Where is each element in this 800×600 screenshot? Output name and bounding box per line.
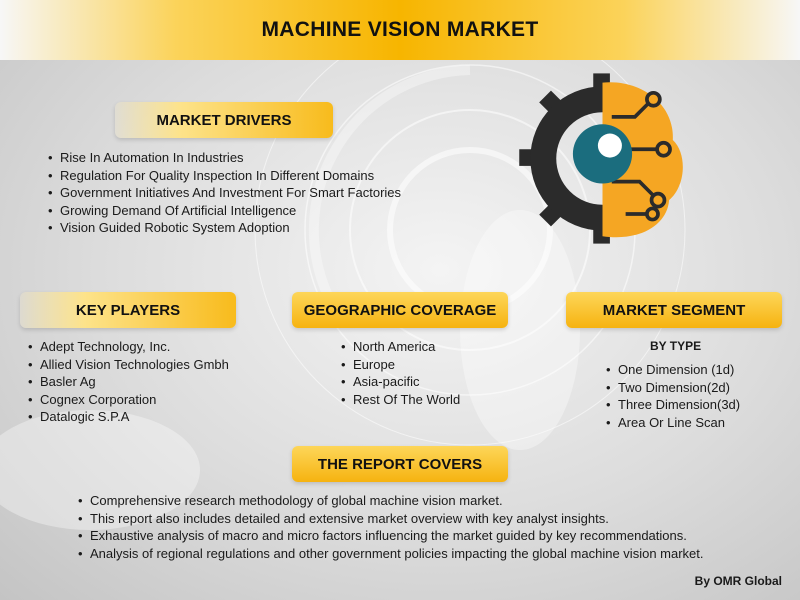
market-segment-list: One Dimension (1d) Two Dimension(2d) Thr…	[606, 361, 740, 431]
key-players-list: Adept Technology, Inc. Allied Vision Tec…	[28, 338, 229, 426]
market-segment-header: MARKET SEGMENT	[566, 292, 782, 328]
list-item: Allied Vision Technologies Gmbh	[28, 356, 229, 374]
list-item: Three Dimension(3d)	[606, 396, 740, 414]
list-item: Analysis of regional regulations and oth…	[78, 545, 704, 563]
list-item: Growing Demand Of Artificial Intelligenc…	[48, 202, 401, 220]
list-item: Area Or Line Scan	[606, 414, 740, 432]
key-players-title: KEY PLAYERS	[75, 301, 181, 319]
list-item: Europe	[341, 356, 460, 374]
page-title: MACHINE VISION MARKET	[261, 18, 539, 41]
market-segment-title: MARKET SEGMENT	[602, 301, 746, 319]
report-covers-list: Comprehensive research methodology of gl…	[78, 492, 704, 562]
list-item: One Dimension (1d)	[606, 361, 740, 379]
credit-text: By OMR Global	[694, 574, 782, 588]
list-item: Rise In Automation In Industries	[48, 149, 401, 167]
key-players-header: KEY PLAYERS	[20, 292, 236, 328]
title-banner: MACHINE VISION MARKET	[0, 0, 800, 60]
list-item: Vision Guided Robotic System Adoption	[48, 219, 401, 237]
market-drivers-header: MARKET DRIVERS	[115, 102, 333, 138]
market-drivers-title: MARKET DRIVERS	[156, 111, 292, 129]
list-item: Asia-pacific	[341, 373, 460, 391]
list-item: Regulation For Quality Inspection In Dif…	[48, 167, 401, 185]
gear-brain-eye-icon	[519, 73, 683, 244]
list-item: Rest Of The World	[341, 391, 460, 409]
report-covers-header: THE REPORT COVERS	[292, 446, 508, 482]
list-item: Exhaustive analysis of macro and micro f…	[78, 527, 704, 545]
geographic-coverage-title: GEOGRAPHIC COVERAGE	[303, 301, 497, 319]
report-covers-title: THE REPORT COVERS	[317, 455, 483, 473]
geographic-coverage-header: GEOGRAPHIC COVERAGE	[292, 292, 508, 328]
list-item: Basler Ag	[28, 373, 229, 391]
list-item: Cognex Corporation	[28, 391, 229, 409]
list-item: Two Dimension(2d)	[606, 379, 740, 397]
by-type-label: BY TYPE	[650, 339, 702, 353]
list-item: Adept Technology, Inc.	[28, 338, 229, 356]
list-item: Comprehensive research methodology of gl…	[78, 492, 704, 510]
list-item: North America	[341, 338, 460, 356]
list-item: Government Initiatives And Investment Fo…	[48, 184, 401, 202]
geographic-coverage-list: North America Europe Asia-pacific Rest O…	[341, 338, 460, 408]
market-drivers-list: Rise In Automation In Industries Regulat…	[48, 149, 401, 237]
list-item: This report also includes detailed and e…	[78, 510, 704, 528]
list-item: Datalogic S.P.A	[28, 408, 229, 426]
